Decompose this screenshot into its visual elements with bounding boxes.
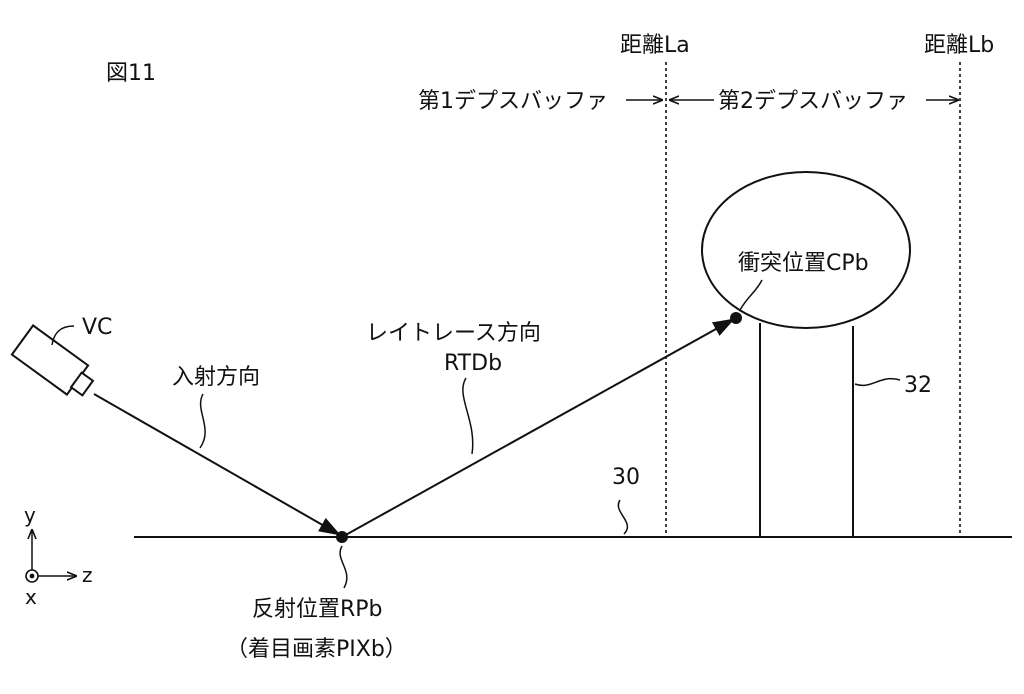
collision-point bbox=[730, 312, 742, 324]
collision-position-label: 衝突位置CPb bbox=[738, 251, 869, 276]
camera-label: VC bbox=[82, 315, 112, 340]
reflection-position-label: 反射位置RPb bbox=[252, 597, 383, 622]
ray-trace-direction-label: レイトレース方向 bbox=[366, 321, 541, 346]
camera-icon bbox=[10, 324, 95, 397]
x-axis-dot bbox=[29, 573, 35, 579]
z-axis-label: z bbox=[82, 563, 93, 587]
y-axis-label: y bbox=[24, 503, 36, 527]
collision-leader bbox=[739, 279, 763, 311]
object-ref-label: 32 bbox=[904, 373, 932, 398]
ground-ref-label: 30 bbox=[612, 465, 640, 490]
second-depth-buffer-label: 第2デプスバッファ bbox=[718, 89, 908, 114]
figure-label: 図11 bbox=[106, 61, 156, 86]
ray-trace-ray bbox=[341, 318, 735, 538]
incident-direction-label: 入射方向 bbox=[172, 365, 260, 390]
ground-leader bbox=[617, 499, 629, 535]
incident-leader bbox=[199, 393, 206, 449]
distance-lb-label: 距離Lb bbox=[924, 33, 994, 58]
incident-ray bbox=[93, 393, 341, 536]
first-depth-buffer-label: 第1デプスバッファ bbox=[418, 89, 608, 114]
distance-la-label: 距離La bbox=[620, 33, 690, 58]
ray-trace-leader bbox=[462, 377, 474, 455]
ray-trace-id-label: RTDb bbox=[444, 351, 502, 376]
object-sphere bbox=[701, 171, 911, 329]
reflection-leader bbox=[339, 545, 348, 589]
object-leader bbox=[854, 377, 901, 387]
coordinate-axes: y z x bbox=[24, 503, 93, 609]
target-pixel-label: （着目画素PIXb） bbox=[226, 637, 407, 662]
camera-leader bbox=[51, 325, 75, 346]
reflection-point bbox=[336, 531, 348, 543]
x-axis-label: x bbox=[25, 585, 37, 609]
